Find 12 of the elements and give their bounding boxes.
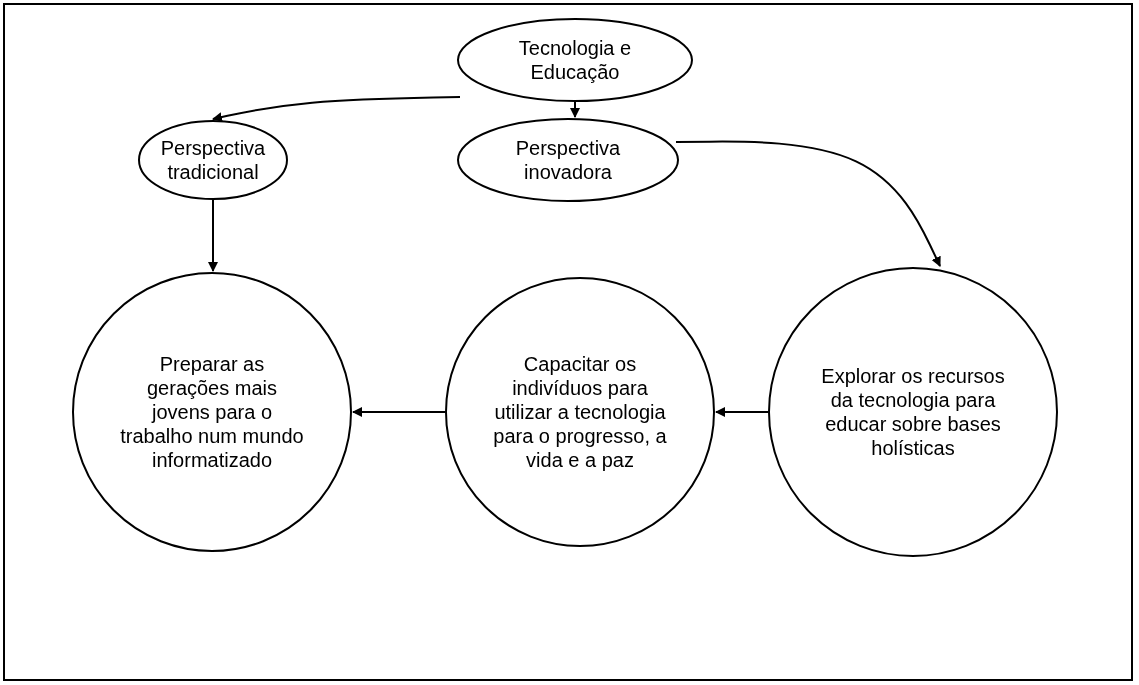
arrow	[675, 140, 941, 267]
node-text: Perspectiva tradicional	[159, 136, 267, 184]
arrow	[570, 101, 580, 118]
arrow	[208, 199, 218, 272]
node-text: Preparar as gerações mais jovens para o trabalho num mundo informatizado	[119, 352, 305, 472]
node-text: Explorar os recursos da tecnologia para educar sobre bases holísticas	[820, 364, 1006, 460]
arrow	[352, 407, 446, 417]
node-text: Perspectiva inovadora	[514, 136, 622, 184]
arrow	[212, 96, 461, 122]
node-text: Tecnologia e Educação	[517, 36, 633, 84]
arrow	[715, 407, 769, 417]
node-text: Capacitar os indivíduos para utilizar a tecnologia para o progresso, a vida e a paz	[492, 352, 668, 472]
